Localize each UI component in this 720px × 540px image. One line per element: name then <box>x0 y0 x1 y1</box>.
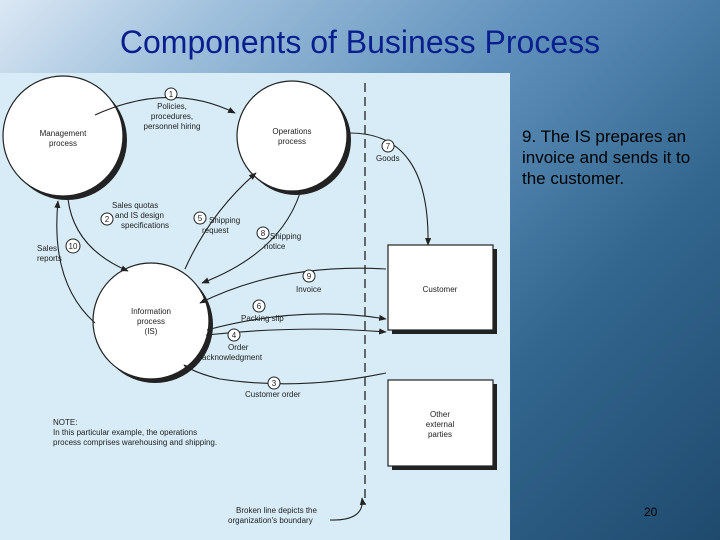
flow-5-arrow <box>184 172 257 270</box>
flow-9-badge: 9 <box>302 269 316 283</box>
operations-process-node <box>236 80 348 192</box>
flow-2-label-2: and IS design <box>115 211 164 220</box>
slide-title: Components of Business Process <box>119 24 601 60</box>
flow-4-badge: 4 <box>227 328 241 342</box>
note-line-1: In this particular example, the operatio… <box>53 428 197 437</box>
external-label-2: external <box>426 420 455 429</box>
flow-4-number: 4 <box>232 331 237 340</box>
flow-4-label-1: Order <box>228 343 249 352</box>
flow-8-number: 8 <box>261 229 266 238</box>
page-number: 20 <box>644 505 658 519</box>
flow-10-label-1: Sales <box>37 244 57 253</box>
flow-8-badge: 8 <box>256 226 270 240</box>
customer-node <box>387 244 494 331</box>
management-label-1: Management <box>40 129 87 138</box>
information-label-1: Information <box>131 307 171 316</box>
information-label-2: process <box>137 317 165 326</box>
flow-8-arrow <box>201 192 301 284</box>
flow-10-number: 10 <box>69 242 78 251</box>
flow-2-badge: 2 <box>100 212 114 226</box>
flow-9-number: 9 <box>307 272 312 281</box>
flow-10-label-2: reports <box>37 254 62 263</box>
flow-7-number: 7 <box>386 142 391 151</box>
boundary-label-2: organization's boundary <box>228 516 313 525</box>
flow-3-arrow <box>183 364 387 385</box>
flow-2-label-3: specifications <box>121 221 169 230</box>
management-label-2: process <box>49 139 77 148</box>
note-line-2: process comprises warehousing and shippi… <box>53 438 217 447</box>
flow-5-label-2: request <box>202 226 229 235</box>
diagram-svg: Management process Operations process In… <box>2 75 497 525</box>
boundary-pointer-arrow <box>329 497 366 521</box>
flow-3-badge: 3 <box>267 376 281 390</box>
flow-4-label-2: acknowledgment <box>202 353 263 362</box>
customer-label: Customer <box>423 285 458 294</box>
flow-6-label: Packing slip <box>241 314 284 323</box>
flow-8-label-2: notice <box>264 242 286 251</box>
flow-1-badge: 1 <box>164 87 178 101</box>
operations-label-2: process <box>278 137 306 146</box>
flow-10-badge: 10 <box>65 238 81 254</box>
flow-9-label: Invoice <box>296 285 322 294</box>
flow-9-arrow <box>199 267 387 304</box>
note-heading: NOTE: <box>53 418 77 427</box>
flow-3-number: 3 <box>272 379 277 388</box>
external-label-3: parties <box>428 430 452 439</box>
flow-2-number: 2 <box>105 215 110 224</box>
flow-5-label-1: Shipping <box>209 216 240 225</box>
external-parties-node <box>387 379 494 467</box>
management-process-node <box>2 75 124 197</box>
information-label-3: (IS) <box>145 327 158 336</box>
flow-2-arrow <box>67 198 129 272</box>
flow-3-label: Customer order <box>245 390 301 399</box>
flow-5-number: 5 <box>198 214 203 223</box>
flow-1-number: 1 <box>169 90 174 99</box>
flow-1-label-1: Policies, <box>157 102 187 111</box>
flow-1-label-3: personnel hiring <box>144 122 201 131</box>
flow-2-label-1: Sales quotas <box>112 201 158 210</box>
flow-8-label-1: Shipping <box>270 232 301 241</box>
operations-label-1: Operations <box>272 127 311 136</box>
external-label-1: Other <box>430 410 450 419</box>
flow-7-label: Goods <box>376 154 400 163</box>
flow-5-badge: 5 <box>193 211 207 225</box>
flow-6-arrow <box>206 313 387 331</box>
flow-1-label-2: procedures, <box>151 112 193 121</box>
business-process-diagram: Management process Operations process In… <box>0 73 510 540</box>
flow-7-badge: 7 <box>381 139 395 153</box>
boundary-label-1: Broken line depicts the <box>236 506 317 515</box>
flow-7-arrow <box>349 132 432 246</box>
flow-10-arrow <box>54 200 96 324</box>
flow-6-badge: 6 <box>252 299 266 313</box>
flow-6-number: 6 <box>257 302 262 311</box>
slide-caption: 9. The IS prepares an invoice and sends … <box>522 127 691 188</box>
